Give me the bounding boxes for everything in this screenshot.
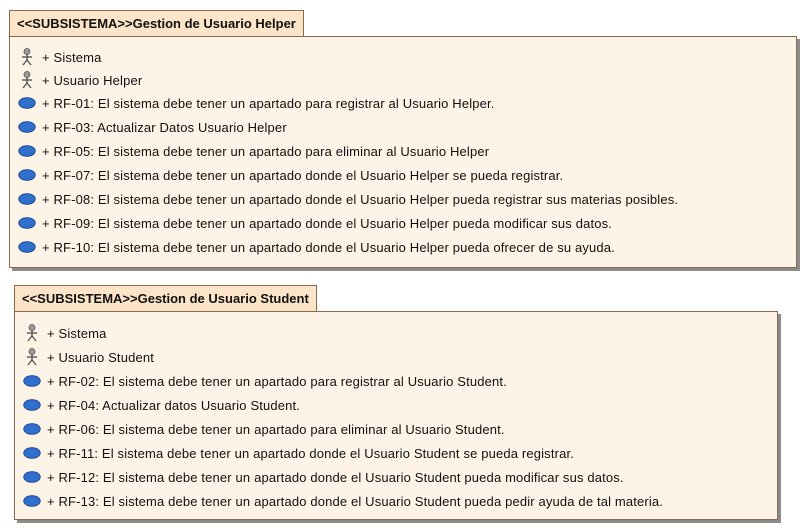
- actor-icon: [23, 324, 41, 342]
- item-label: + RF-07: El sistema debe tener un aparta…: [42, 167, 564, 183]
- list-item[interactable]: + Usuario Student: [23, 346, 154, 368]
- item-label: + Usuario Helper: [42, 72, 143, 88]
- usecase-icon: [18, 215, 36, 231]
- list-item[interactable]: + RF-07: El sistema debe tener un aparta…: [18, 164, 563, 186]
- list-item[interactable]: + Sistema: [23, 322, 107, 344]
- list-item[interactable]: + RF-13: El sistema debe tener un aparta…: [23, 490, 663, 512]
- item-label: + Sistema: [47, 325, 107, 341]
- list-item[interactable]: + RF-02: El sistema debe tener un aparta…: [23, 370, 507, 392]
- item-label: + RF-05: El sistema debe tener un aparta…: [42, 143, 490, 159]
- item-label: + Sistema: [42, 49, 102, 65]
- usecase-icon: [23, 469, 41, 485]
- list-item[interactable]: + RF-08: El sistema debe tener un aparta…: [18, 188, 678, 210]
- list-item[interactable]: + RF-01: El sistema debe tener un aparta…: [18, 92, 495, 114]
- usecase-icon: [18, 119, 36, 135]
- list-item[interactable]: + RF-06: El sistema debe tener un aparta…: [23, 418, 505, 440]
- usecase-icon: [18, 239, 36, 255]
- item-label: + RF-13: El sistema debe tener un aparta…: [47, 493, 664, 509]
- item-label: + RF-12: El sistema debe tener un aparta…: [47, 469, 624, 485]
- usecase-icon: [18, 191, 36, 207]
- item-label: + RF-01: El sistema debe tener un aparta…: [42, 95, 495, 111]
- list-item[interactable]: + RF-12: El sistema debe tener un aparta…: [23, 466, 624, 488]
- item-label: + RF-10: El sistema debe tener un aparta…: [42, 239, 615, 255]
- package-body: + Sistema + Usuario Helper + RF-01: El s…: [9, 36, 797, 268]
- package-helper[interactable]: <<SUBSISTEMA>>Gestion de Usuario Helper …: [9, 10, 799, 270]
- list-item[interactable]: + RF-11: El sistema debe tener un aparta…: [23, 442, 574, 464]
- actor-icon: [18, 48, 36, 66]
- package-student[interactable]: <<SUBSISTEMA>>Gestion de Usuario Student…: [14, 285, 780, 523]
- usecase-icon: [18, 167, 36, 183]
- list-item[interactable]: + RF-03: Actualizar Datos Usuario Helper: [18, 116, 287, 138]
- usecase-icon: [23, 421, 41, 437]
- package-title: <<SUBSISTEMA>>Gestion de Usuario Student: [14, 285, 317, 312]
- usecase-icon: [23, 373, 41, 389]
- usecase-icon: [18, 143, 36, 159]
- list-item[interactable]: + Sistema: [18, 46, 102, 68]
- list-item[interactable]: + RF-09: El sistema debe tener un aparta…: [18, 212, 612, 234]
- usecase-icon: [18, 95, 36, 111]
- actor-icon: [23, 348, 41, 366]
- item-label: + RF-11: El sistema debe tener un aparta…: [47, 445, 574, 461]
- list-item[interactable]: + RF-04: Actualizar datos Usuario Studen…: [23, 394, 300, 416]
- item-label: + RF-03: Actualizar Datos Usuario Helper: [42, 119, 287, 135]
- usecase-icon: [23, 445, 41, 461]
- item-label: + RF-08: El sistema debe tener un aparta…: [42, 191, 679, 207]
- usecase-icon: [23, 397, 41, 413]
- item-label: + RF-09: El sistema debe tener un aparta…: [42, 215, 613, 231]
- list-item[interactable]: + RF-10: El sistema debe tener un aparta…: [18, 236, 615, 258]
- list-item[interactable]: + RF-05: El sistema debe tener un aparta…: [18, 140, 489, 162]
- list-item[interactable]: + Usuario Helper: [18, 69, 142, 91]
- item-label: + RF-06: El sistema debe tener un aparta…: [47, 421, 505, 437]
- package-title: <<SUBSISTEMA>>Gestion de Usuario Helper: [9, 10, 304, 37]
- item-label: + RF-04: Actualizar datos Usuario Studen…: [47, 397, 301, 413]
- usecase-icon: [23, 493, 41, 509]
- actor-icon: [18, 71, 36, 89]
- item-label: + Usuario Student: [47, 349, 154, 365]
- package-body: + Sistema + Usuario Student + RF-02: El …: [14, 311, 778, 520]
- item-label: + RF-02: El sistema debe tener un aparta…: [47, 373, 507, 389]
